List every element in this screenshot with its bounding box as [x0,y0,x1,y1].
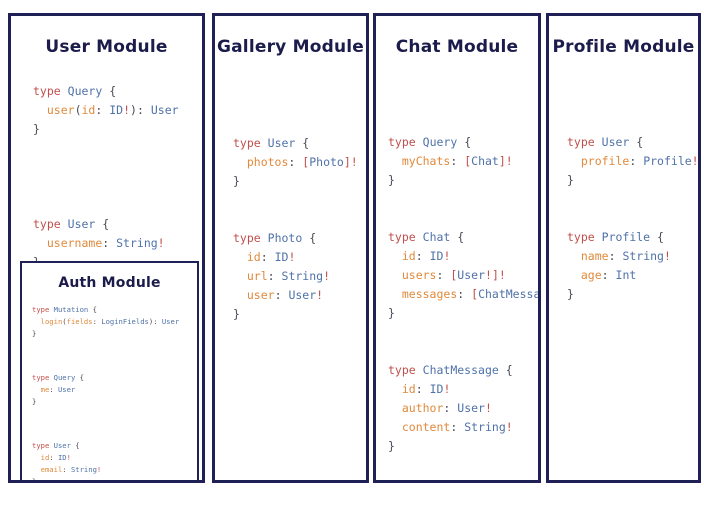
code-block-gallery: type User { photos: [Photo]! } type Phot… [233,136,358,321]
code-block-auth: type Mutation { login(fields: LoginField… [32,305,180,482]
module-title-chat: Chat Module [395,37,519,57]
module-title-auth: Auth Module [58,275,161,291]
module-title-profile: Profile Module [552,37,695,57]
module-card-user[interactable]: User Module type Query { user(id: ID!): … [8,13,205,483]
module-card-auth[interactable]: Auth Module type Mutation { login(fields… [20,261,199,482]
code-block-chat: type Query { myChats: [Chat]! } type Cha… [388,135,541,453]
module-title-user: User Module [45,37,168,57]
module-card-chat[interactable]: Chat Module type Query { myChats: [Chat]… [373,13,541,483]
module-card-profile[interactable]: Profile Module type User { profile: Prof… [546,13,701,483]
code-block-user: type Query { user(id: ID!): User } type … [33,84,179,269]
code-block-profile: type User { profile: Profile! } type Pro… [567,135,699,301]
module-title-gallery: Gallery Module [216,37,365,57]
module-card-gallery[interactable]: Gallery Module type User { photos: [Phot… [212,13,369,483]
